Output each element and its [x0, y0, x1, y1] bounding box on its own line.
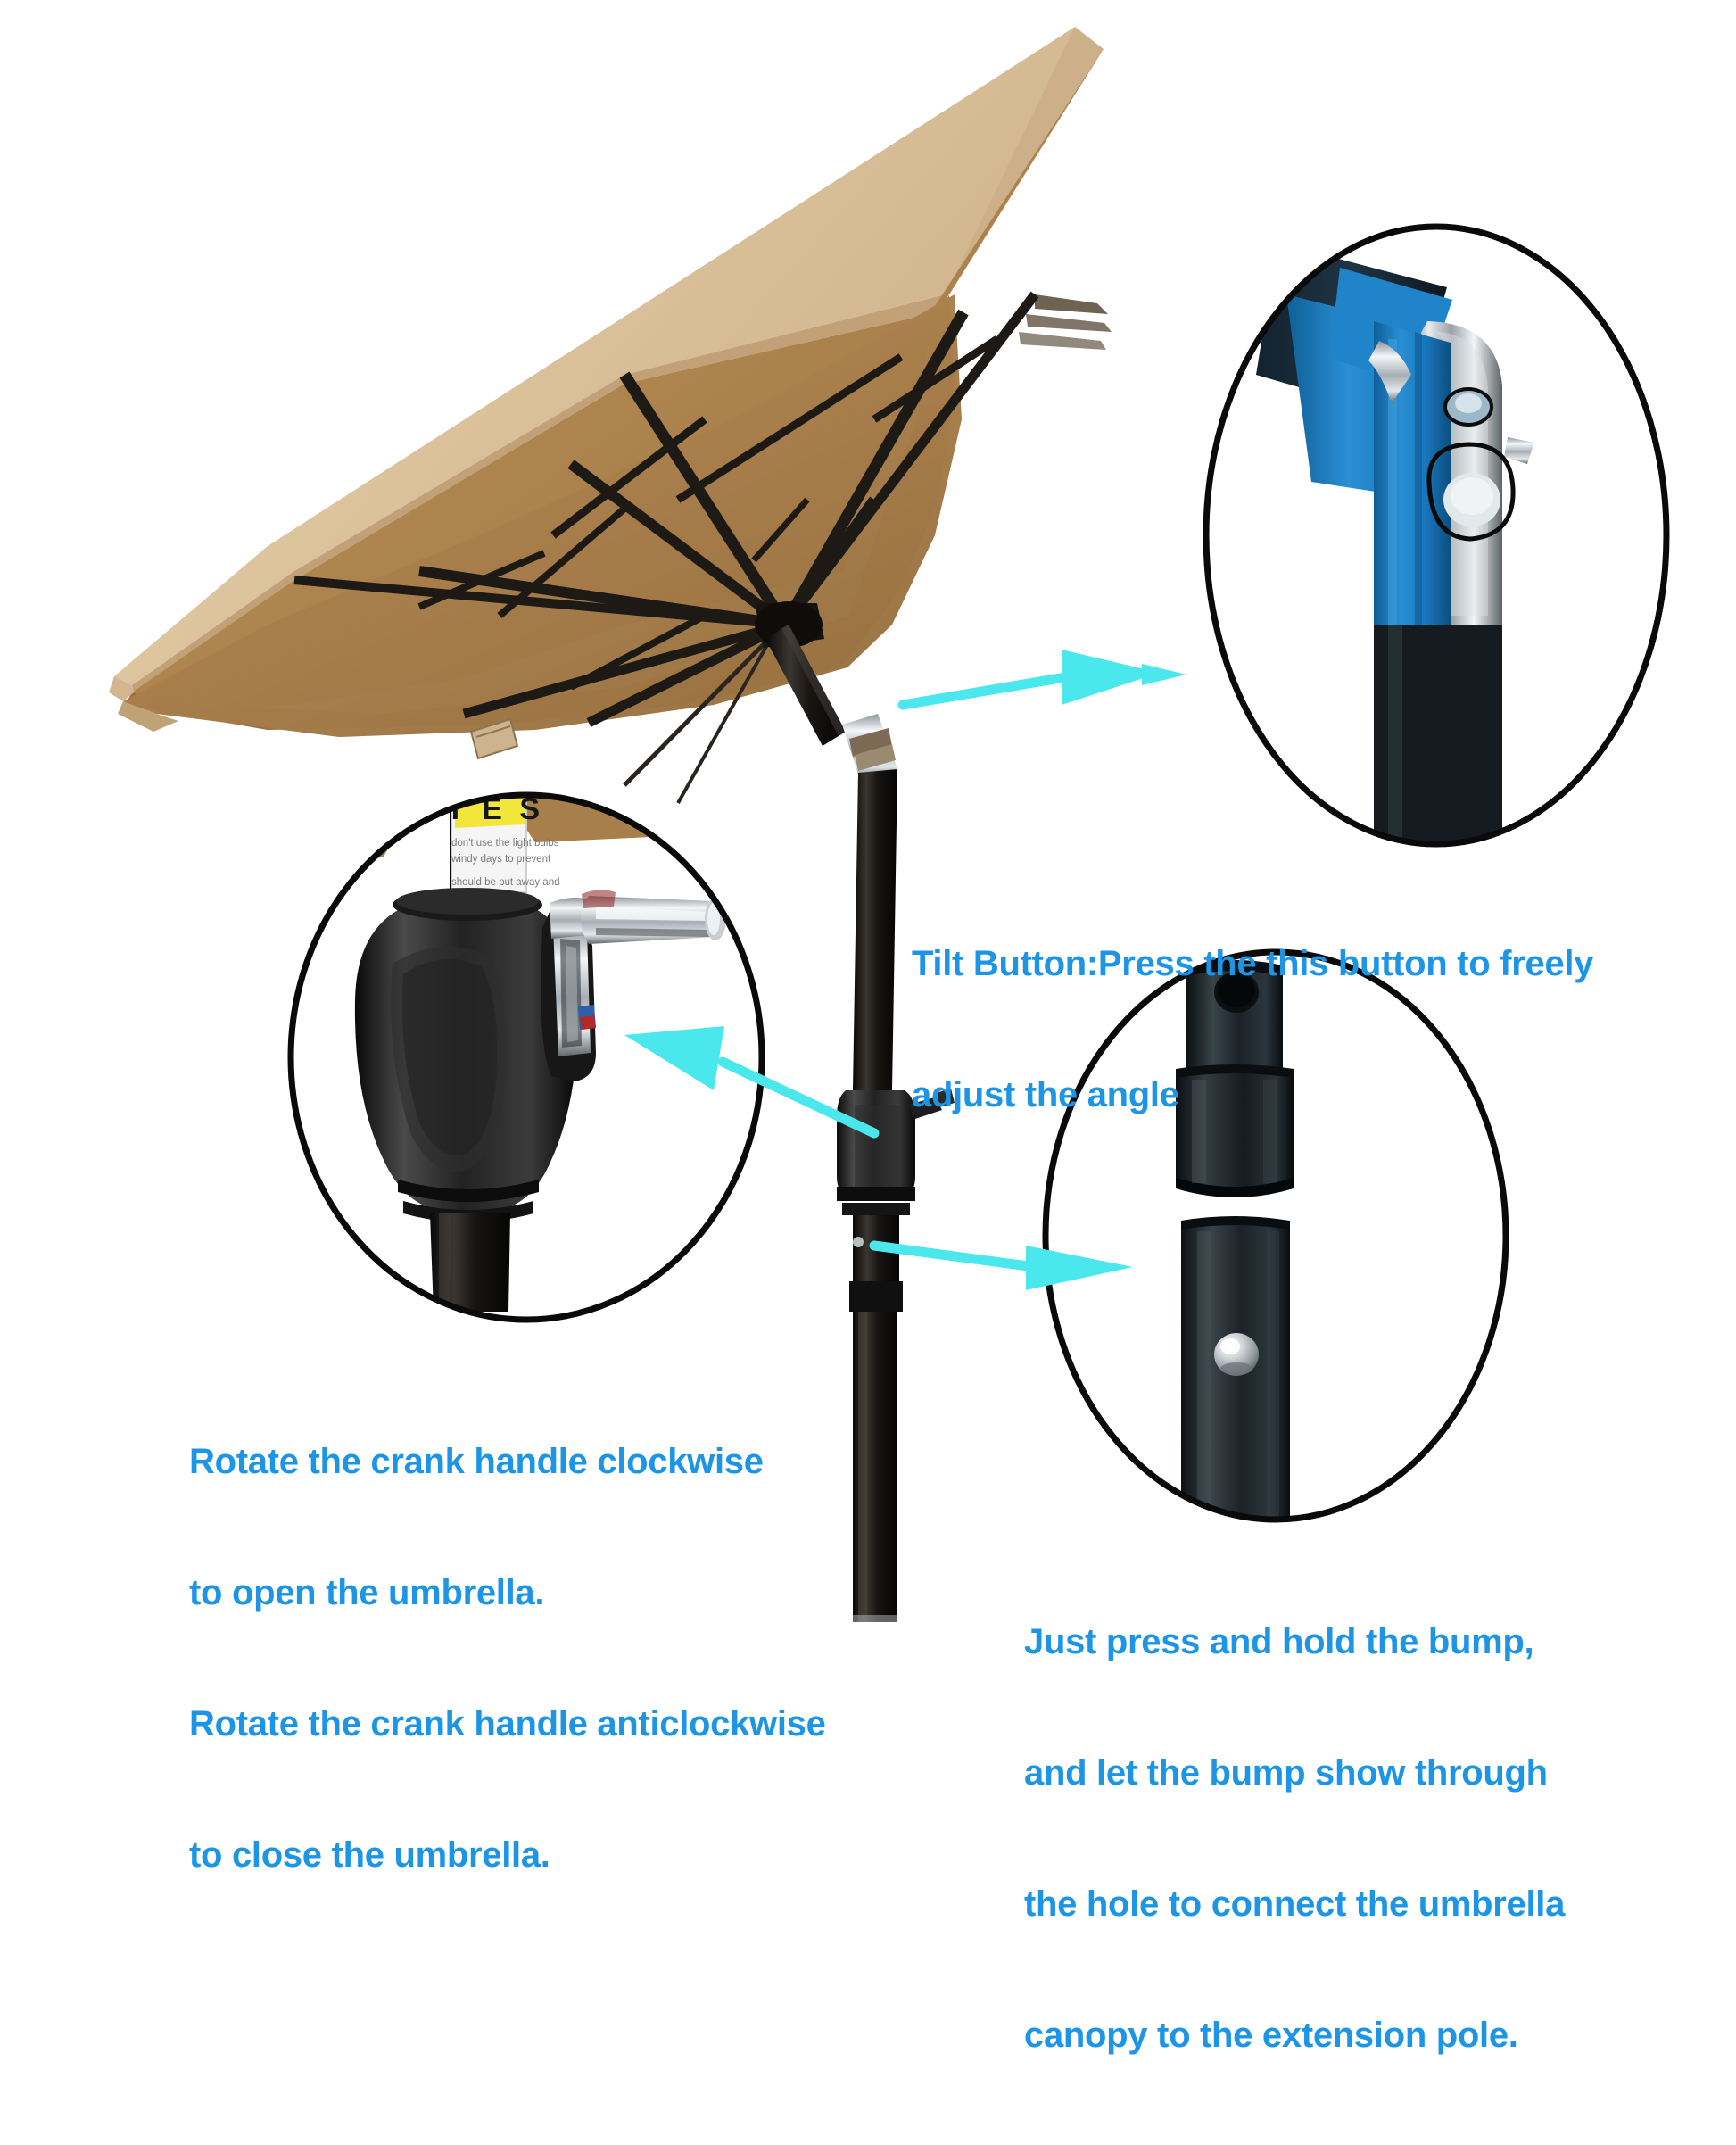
canopy-upper-face [132, 49, 1104, 714]
bump-caption-line-4: canopy to the extension pole. [1024, 2016, 1518, 2055]
tilt-caption-line-1: Tilt Button:Press the this button to fre… [912, 944, 1594, 983]
crank-caption-line-1: Rotate the crank handle clockwise [189, 1442, 764, 1481]
svg-text:don't use the light bulbs: don't use the light bulbs [451, 838, 559, 849]
lower-pole-upper [853, 769, 897, 1090]
canopy [114, 27, 1104, 714]
svg-text:should be put away and: should be put away and [451, 877, 559, 888]
callout-pole-connection [1042, 948, 1509, 1523]
pole-rivet [853, 1237, 864, 1247]
callout-tilt-outline [1203, 223, 1670, 848]
upper-pole-piece [1186, 965, 1283, 1069]
crank-caption-line-3: Rotate the crank handle anticlockwise [189, 1704, 826, 1743]
crank-caption-line-4: to close the umbrella. [189, 1835, 550, 1875]
umbrella-illustration: OTES don't use the light bulbs windy day… [109, 27, 1112, 1622]
rib-structure [293, 291, 1039, 804]
canopy-left-tip [118, 701, 178, 732]
crank-handle [933, 1089, 955, 1108]
tilt-button-caption: Tilt Button:Press the this button to fre… [912, 855, 1593, 1205]
arrows-layer [624, 650, 1186, 1290]
callout-crank-handle: T E S don't use the light bulbs windy da… [287, 791, 765, 1323]
crank-handle-caption: Rotate the crank handle clockwise to ope… [189, 1353, 826, 1965]
bump-caption-line-2: and let the bump show through [1024, 1753, 1548, 1793]
arrow-to-crank-callout [624, 1026, 880, 1139]
callout-tilt-button [1203, 223, 1670, 848]
svg-text:windy days to prevent: windy days to prevent [451, 854, 551, 865]
upper-pole [765, 625, 846, 746]
instruction-diagram: OTES don't use the light bulbs windy day… [109, 27, 1670, 2055]
tilt-joint [842, 714, 897, 780]
callout-crank-outline [287, 791, 765, 1323]
arrow-to-tilt-callout [897, 650, 1186, 710]
crank-arm [908, 1097, 942, 1119]
canopy-fabric-tag [469, 717, 519, 760]
chrome-crank-handle [581, 890, 726, 944]
callout-pole-outline [1042, 948, 1509, 1523]
pole-collar-piece [1176, 1069, 1294, 1188]
bump-connection-caption: Just press and hold the bump, and let th… [1024, 1533, 1565, 2145]
canopy-top-panel [114, 27, 1075, 685]
crank-caption-line-2: to open the umbrella. [189, 1573, 545, 1612]
pole-collar [849, 1281, 903, 1312]
bump-caption-line-1: Just press and hold the bump, [1024, 1622, 1534, 1661]
tilt-caption-line-2: adjust the angle [912, 1075, 1179, 1114]
artwork-layer: OTES don't use the light bulbs windy day… [109, 27, 1670, 1622]
bump-caption-line-3: the hole to connect the umbrella [1024, 1884, 1566, 1924]
arrow-to-pole-callout [869, 1240, 1133, 1290]
